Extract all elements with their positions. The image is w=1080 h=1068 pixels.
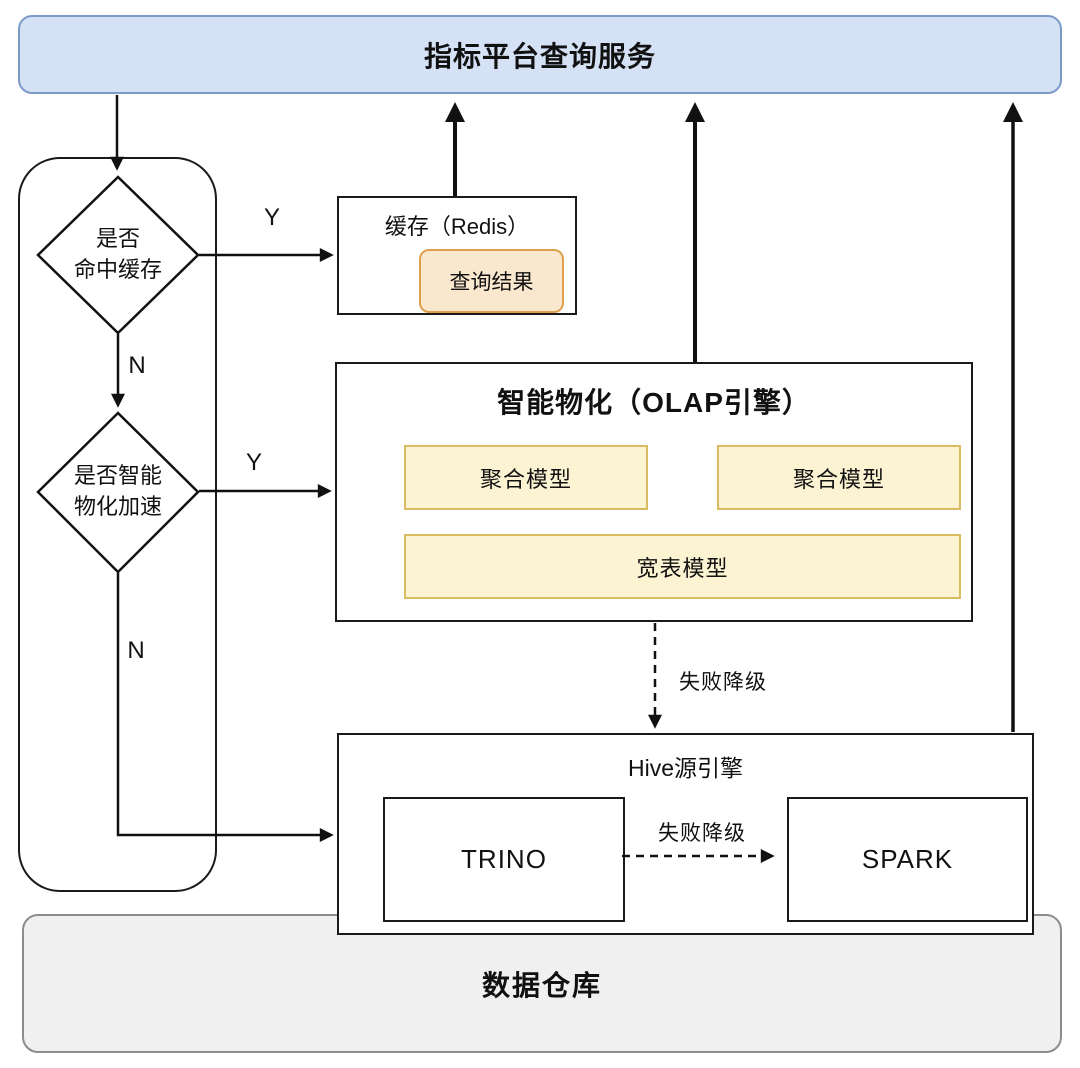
query-service-banner: 指标平台查询服务 — [18, 15, 1062, 94]
wide-table-model-label: 宽表模型 — [636, 555, 729, 581]
hive-engine-title: Hive源引擎 — [627, 755, 743, 781]
cache-yes-label: Y — [263, 204, 281, 231]
hive-engine-box: Hive源引擎 TRINO SPARK — [337, 733, 1034, 935]
wide-table-model-box: 宽表模型 — [404, 534, 961, 599]
cache-redis-title: 缓存（Redis） — [384, 214, 530, 239]
cache-hit-diamond-label: 是否 命中缓存 — [73, 226, 163, 282]
query-result-label: 查询结果 — [449, 271, 534, 294]
olap-fallback-label: 失败降级 — [679, 671, 767, 694]
query-service-label: 指标平台查询服务 — [423, 40, 656, 72]
agg-model-label-1: 聚合模型 — [479, 466, 572, 492]
agg-model-box-2: 聚合模型 — [717, 445, 961, 510]
agg-model-label-2: 聚合模型 — [792, 466, 885, 492]
smart-mat-diamond-label: 是否智能 物化加速 — [73, 463, 163, 519]
olap-engine-box: 智能物化（OLAP引擎） 聚合模型 聚合模型 宽表模型 — [335, 362, 973, 622]
spark-label: SPARK — [861, 844, 954, 874]
cache-no-label: N — [128, 352, 146, 379]
trino-label: TRINO — [461, 844, 547, 874]
agg-model-box-1: 聚合模型 — [404, 445, 648, 510]
query-result-box: 查询结果 — [419, 249, 564, 313]
data-warehouse-label: 数据仓库 — [481, 969, 602, 1001]
trino-fallback-label: 失败降级 — [658, 822, 746, 845]
olap-engine-title: 智能物化（OLAP引擎） — [497, 387, 811, 418]
spark-box: SPARK — [787, 797, 1028, 922]
trino-box: TRINO — [383, 797, 625, 922]
cache-redis-box: 缓存（Redis） 查询结果 — [337, 196, 577, 315]
data-warehouse-banner: 数据仓库 — [22, 914, 1062, 1053]
mat-no-label: N — [127, 637, 145, 664]
mat-yes-label: Y — [245, 449, 263, 476]
